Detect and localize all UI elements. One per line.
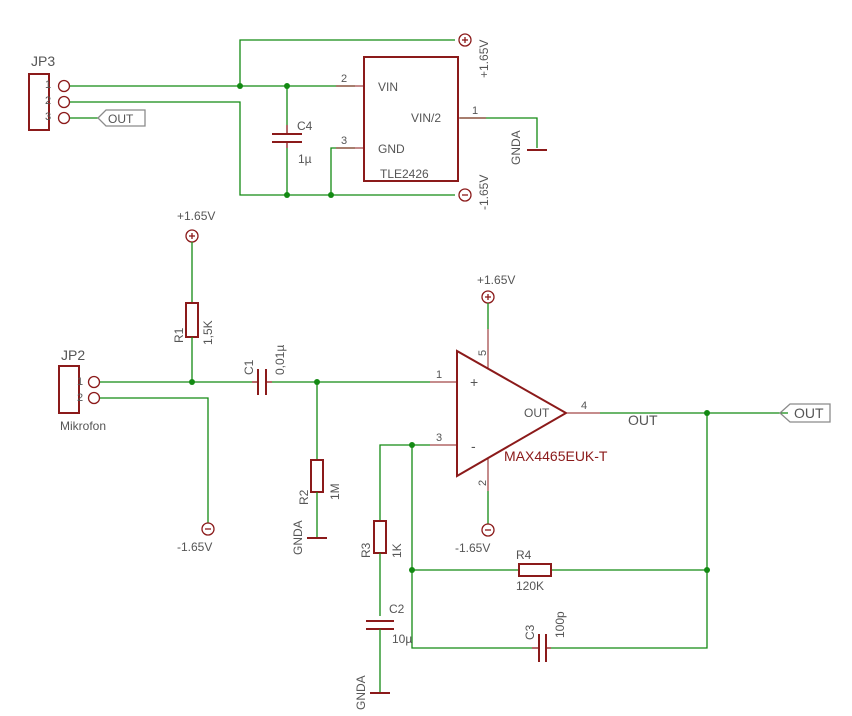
- tle2426-pin-vin-number: 2: [341, 73, 347, 85]
- power-pos-top-label: +1.65V: [477, 40, 491, 78]
- opamp-out-label: OUT: [524, 406, 550, 420]
- c2-name: C2: [389, 602, 405, 616]
- output-net: OUT: [551, 410, 788, 649]
- power-pos-opamp: +1.65V: [477, 273, 515, 329]
- jp3-name: JP3: [31, 53, 55, 69]
- jp3-pin-1: 1: [45, 79, 51, 91]
- opamp-pin-in-plus: 1: [436, 369, 442, 381]
- power-pos-r1-label: +1.65V: [177, 209, 215, 223]
- opamp-pin-vcc: 5: [477, 350, 489, 356]
- c2-value: 10µ: [392, 632, 412, 646]
- power-neg-top: -1.65V: [458, 175, 491, 210]
- power-neg-opamp-label: -1.65V: [455, 541, 490, 555]
- jp2-pin-2: 2: [77, 392, 83, 404]
- power-neg-mic: -1.65V: [177, 522, 215, 554]
- jp3-out-label: OUT: [108, 112, 134, 126]
- jp2-pin-1: 1: [77, 376, 83, 388]
- resistor-r3: R3 1K: [359, 520, 404, 616]
- r1-value: 1,5K: [201, 320, 215, 345]
- jp2-wires: [100, 379, 252, 523]
- jp2-name: JP2: [61, 347, 85, 363]
- r2-name: R2: [297, 489, 311, 505]
- power-neg-opamp: -1.65V: [455, 491, 495, 555]
- tle2426-pin-vin2-number: 1: [472, 105, 478, 117]
- tle2426-pin-gnd-number: 3: [341, 135, 347, 147]
- jp3-pin-3: 3: [45, 111, 51, 123]
- tle2426-name: TLE2426: [380, 167, 429, 181]
- jp2-connector: JP2 1 2 Mikrofon: [58, 347, 106, 433]
- capacitor-c1: C1 0,01µ: [242, 345, 287, 395]
- power-pos-r1: +1.65V: [177, 209, 215, 243]
- gnda-top-label: GNDA: [509, 130, 523, 165]
- opamp-name: MAX4465EUK-T: [504, 448, 608, 464]
- output-port: OUT: [779, 403, 831, 423]
- opamp-pin-out: 4: [581, 400, 587, 412]
- feedback-wires: [379, 442, 532, 649]
- gnda-top: GNDA: [509, 130, 547, 165]
- output-port-label: OUT: [794, 405, 824, 421]
- c3-name: C3: [523, 624, 537, 640]
- gnda-r2-label: GNDA: [291, 520, 305, 555]
- jp3-wires: [70, 39, 538, 198]
- output-net-label: OUT: [628, 412, 658, 428]
- c1-value: 0,01µ: [273, 345, 287, 375]
- capacitor-c2: C2 10µ GNDA: [354, 602, 412, 710]
- r2-value: 1M: [328, 483, 342, 500]
- jp2-label: Mikrofon: [60, 419, 106, 433]
- power-pos-top: +1.65V: [458, 33, 491, 78]
- opamp-pin-gnd: 2: [477, 480, 489, 486]
- opamp-pin-in-minus: 3: [436, 432, 442, 444]
- ic-tle2426: 2 3 1 VIN VIN/2 GND TLE2426: [336, 56, 486, 182]
- power-neg-mic-label: -1.65V: [177, 540, 212, 554]
- capacitor-c4: C4 1µ: [272, 119, 313, 166]
- c4-value: 1µ: [298, 152, 312, 166]
- opamp-plus-sign: +: [470, 374, 478, 390]
- jp3-out-port: OUT: [97, 109, 146, 127]
- r4-value: 120K: [516, 579, 544, 593]
- resistor-r1: R1 1,5K: [172, 242, 215, 382]
- resistor-r2: R2 1M GNDA: [291, 459, 342, 555]
- jp3-pin-2: 2: [45, 95, 51, 107]
- c1-name: C1: [242, 359, 256, 375]
- tle2426-vin2-label: VIN/2: [411, 111, 441, 125]
- c4-name: C4: [297, 119, 313, 133]
- r3-name: R3: [359, 542, 373, 558]
- r1-name: R1: [172, 327, 186, 343]
- resistor-r4: R4 120K: [516, 548, 552, 593]
- r3-value: 1K: [390, 543, 404, 558]
- r4-name: R4: [516, 548, 532, 562]
- opamp-minus-sign: -: [471, 438, 476, 454]
- power-pos-opamp-label: +1.65V: [477, 273, 515, 287]
- jp3-connector: JP3 1 2 3: [28, 53, 71, 131]
- opamp-max4465: + - OUT 1 3 4 5 2 MAX4465EUK-T: [430, 329, 608, 491]
- gnda-c2-label: GNDA: [354, 675, 368, 710]
- power-neg-top-label: -1.65V: [477, 175, 491, 210]
- tle2426-vin-label: VIN: [378, 80, 398, 94]
- capacitor-c3: C3 100p: [523, 611, 567, 662]
- c3-value: 100p: [553, 611, 567, 638]
- opamp-input-wires: [272, 379, 430, 460]
- tle2426-gnd-label: GND: [378, 142, 405, 156]
